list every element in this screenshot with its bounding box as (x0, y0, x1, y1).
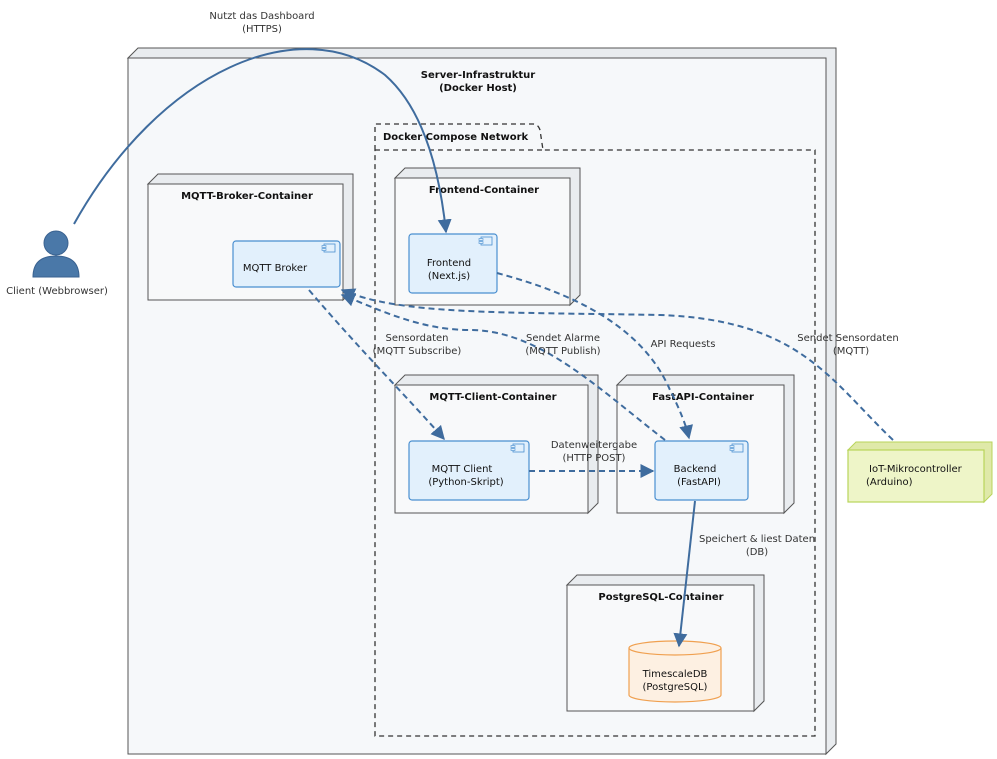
edge-sensordaten-subscribe (308, 289, 445, 441)
component-icon (729, 443, 744, 453)
edge-dashboard-label-1: Nutzt das Dashboard (209, 11, 314, 22)
backend-label: Backend (674, 464, 717, 475)
fastapi-container-title: FastAPI-Container (652, 392, 754, 403)
edge-alarme (340, 293, 666, 441)
client-actor[interactable]: Client (Webbrowser) (6, 230, 108, 297)
iot-label: IoT-Mikrocontroller (869, 464, 963, 475)
component-icon (478, 236, 493, 246)
frontend-tech-label: (Next.js) (428, 271, 470, 282)
timescaledb-tech-label: (PostgreSQL) (643, 682, 708, 693)
edge-api-requests (496, 272, 693, 440)
frontend-component[interactable]: Frontend (Next.js) (408, 233, 498, 294)
edge-alarme-label-2: (MQTT Publish) (525, 346, 600, 357)
edge-sensordaten-subscribe-label-2: (MQTT Subscribe) (373, 346, 462, 357)
mqtt-broker-container-title: MQTT-Broker-Container (181, 191, 313, 202)
edge-speichert (673, 500, 696, 648)
mqtt-broker-label: MQTT Broker (243, 263, 308, 274)
client-actor-label: Client (Webbrowser) (6, 286, 108, 297)
edge-sensordaten-publish-label-2: (MQTT) (833, 346, 869, 357)
edge-sensordaten-publish (340, 288, 894, 441)
edge-dashboard-label-2: (HTTPS) (242, 24, 282, 35)
component-icon (321, 243, 336, 253)
frontend-container-title: Frontend-Container (429, 185, 539, 196)
edge-api-requests-label: API Requests (651, 339, 716, 350)
iot-tech-label: (Arduino) (866, 477, 913, 488)
mqtt-client-container-title: MQTT-Client-Container (429, 392, 556, 403)
edge-sensordaten-publish-label-1: Sendet Sensordaten (797, 333, 898, 344)
mqtt-client-label: MQTT Client (432, 464, 493, 475)
edge-dashboard (73, 48, 452, 234)
mqtt-client-tech-label: (Python-Skript) (428, 477, 503, 488)
edge-datenweitergabe-label-1: Datenweitergabe (551, 440, 637, 451)
network-label: Docker Compose Network (383, 132, 529, 143)
backend-tech-label: (FastAPI) (677, 477, 721, 488)
mqtt-broker-component[interactable]: MQTT Broker (232, 240, 341, 288)
edge-alarme-label-1: Sendet Alarme (526, 333, 600, 344)
timescaledb-database[interactable]: TimescaleDB (PostgreSQL) (628, 640, 722, 703)
frontend-label: Frontend (427, 258, 471, 269)
edge-speichert-label-2: (DB) (746, 547, 768, 558)
postgresql-container-title: PostgreSQL-Container (598, 592, 723, 603)
iot-microcontroller-node[interactable]: IoT-Mikrocontroller (Arduino) (846, 441, 993, 504)
backend-component[interactable]: Backend (FastAPI) (654, 440, 749, 501)
edge-speichert-label-1: Speichert & liest Daten (699, 534, 815, 545)
edge-sensordaten-subscribe-label-1: Sensordaten (386, 333, 449, 344)
edge-datenweitergabe-label-2: (HTTP POST) (563, 453, 626, 464)
component-icon (510, 443, 525, 453)
user-icon (32, 230, 80, 278)
server-title-line-1: Server-Infrastruktur (421, 70, 536, 81)
server-title-line-2: (Docker Host) (439, 83, 517, 94)
mqtt-client-component[interactable]: MQTT Client (Python-Skript) (408, 440, 530, 501)
docker-compose-network: Docker Compose Network (374, 123, 816, 737)
timescaledb-label: TimescaleDB (642, 669, 708, 680)
